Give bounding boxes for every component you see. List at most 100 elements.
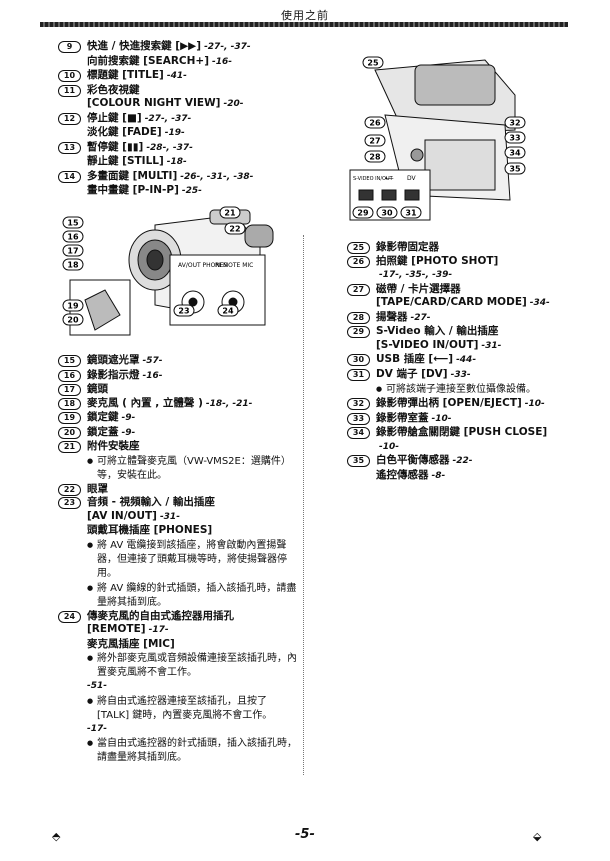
item-bullet: 可將該端子連接至數位攝像設備。	[376, 382, 577, 397]
item-label: 白色平衡傳感器-22-	[376, 454, 577, 469]
item-sublabel-ref: -34-	[529, 298, 550, 308]
callout-number: 18	[67, 261, 79, 270]
item-label-text: 鏡頭遮光罩	[87, 354, 140, 366]
item-sublabel-ref: -17-	[148, 625, 169, 635]
item-number: 12	[58, 112, 81, 125]
item-label-ref: -19-	[164, 128, 185, 138]
item-label: 淡化鍵 [FADE]-19-	[87, 126, 298, 141]
item-label: 錄影帶彈出柄 [OPEN/EJECT]-10-	[376, 397, 577, 412]
item-label-text: S-Video 輸入 / 輸出插座	[376, 325, 499, 337]
item-label: 標題鍵 [TITLE]-41-	[87, 69, 298, 84]
callout-bubble	[376, 206, 398, 219]
item-number: 19	[58, 412, 81, 424]
item-entry: 15 鏡頭遮光罩-57-	[58, 354, 298, 369]
item-label-text: 多畫面鍵 [MULTI]	[87, 169, 178, 182]
item-number: 26	[347, 255, 370, 268]
item-label-ref: -20-	[223, 99, 244, 109]
item-label-text: 靜止鍵 [STILL]	[87, 155, 164, 167]
item-sublabel-ref: -10-	[379, 441, 399, 452]
callout-bubble	[400, 206, 422, 219]
item-sublabel-ref: -17-, -35-, -39-	[379, 270, 453, 280]
item-label: 附件安裝座	[87, 440, 298, 454]
item-sublabel-text: 遙控傳感器	[376, 468, 429, 481]
item-label: 畫中畫鍵 [P-IN-P]-25-	[87, 184, 298, 199]
item-label-ref: -9-	[121, 413, 136, 423]
item-number: 13	[58, 141, 81, 154]
callout-number: 17	[67, 247, 78, 256]
item-label-ref: -25-	[181, 186, 202, 196]
item-label: 暫停鍵 [▮▮]-28-, -37-	[87, 141, 298, 156]
item-number: 20	[58, 426, 81, 439]
item-label-text: 麥克風 ( 內置 , 立體聲 )	[87, 396, 203, 409]
item-label: S-Video 輸入 / 輸出插座	[376, 325, 577, 339]
callout-bubble	[504, 131, 526, 144]
item-label-ref: -27-	[410, 312, 431, 323]
callout-number: 29	[357, 209, 369, 218]
callout-bubble	[62, 299, 84, 312]
item-label-text: 鎖定鍵	[87, 411, 119, 423]
item-bullet: 可將立體聲麥克風（VW-VMS2E：選購件）等，安裝在此。	[87, 454, 298, 483]
item-label: 向前搜索鍵 [SEARCH+]-16-	[87, 55, 298, 70]
item-sublabel: [REMOTE]-17-	[87, 623, 298, 638]
callout-bubble	[219, 206, 241, 219]
item-number: 24	[58, 610, 81, 623]
item-sublabel-text: [AV IN/OUT]	[87, 509, 157, 522]
item-number: 34	[347, 427, 370, 439]
page-number: -5-	[295, 827, 315, 842]
item-label-ref: -28-, -37-	[146, 142, 193, 153]
item-label-text: 標題鍵 [TITLE]	[87, 69, 164, 81]
item-sublabel-ref: -31-	[159, 511, 180, 522]
callout-bubble	[504, 116, 526, 129]
corner-mark-right: ⬙	[533, 830, 542, 843]
item-number: 32	[347, 398, 370, 410]
callout-number: 24	[222, 307, 234, 316]
item-number: 33	[347, 412, 370, 425]
item-number: 18	[58, 397, 81, 410]
callout-bubble	[62, 230, 84, 243]
item-label-text: 停止鍵 [■]	[87, 111, 142, 124]
item-label-ref: -26-, -31-, -38-	[180, 171, 254, 182]
camcorder-front-figure: AV/OUT PHONES REMOTE MIC 151617181920212…	[62, 206, 274, 336]
item-label-text: 錄影帶艙盒關閉鍵 [PUSH CLOSE]	[376, 426, 548, 438]
corner-mark-left: ⬘	[52, 830, 61, 843]
item-label: 音頻 - 視頻輸入 / 輸出插座	[87, 496, 298, 510]
item-sublabel: [AV IN/OUT]-31-	[87, 510, 298, 525]
item-label: 鎖定鍵-9-	[87, 411, 298, 426]
callout-number: 19	[67, 302, 79, 311]
callout-number: 32	[509, 119, 520, 128]
item-label-ref: -44-	[456, 355, 477, 365]
callout-number: 27	[369, 137, 380, 146]
item-label-text: 附件安裝座	[87, 440, 140, 452]
item-number: 15	[58, 355, 81, 367]
item-label: 鏡頭遮光罩-57-	[87, 354, 298, 369]
item-label-ref: -22-	[452, 456, 473, 466]
callout-number: 16	[67, 233, 79, 242]
callout-number: 23	[178, 307, 189, 316]
item-label: 眼罩	[87, 483, 298, 497]
item-label: 揚聲器-27-	[376, 311, 577, 326]
item-label-ref: -27-, -37-	[144, 113, 192, 124]
item-sublabel: 遙控傳感器-8-	[376, 469, 577, 484]
callout-bubble	[364, 116, 386, 129]
item-label: 多畫面鍵 [MULTI]-26-, -31-, -38-	[87, 170, 298, 185]
item-label-ref: -10-	[431, 413, 452, 424]
cassette-door	[424, 139, 496, 191]
callout-number: 15	[67, 219, 79, 228]
item-number: 35	[347, 455, 370, 467]
item-entry: 34 錄影帶艙盒關閉鍵 [PUSH CLOSE] -10-	[347, 426, 577, 454]
item-label: 鏡頭	[87, 383, 298, 397]
port-label-usb: ⟵	[385, 175, 394, 182]
item-number: 29	[347, 326, 370, 338]
item-label-text: 音頻 - 視頻輸入 / 輸出插座	[87, 496, 215, 508]
callout-number: 35	[509, 165, 521, 174]
item-bullet: 將 AV 電纜接到該插座，將會啟動內置揚聲器，但連接了頭戴耳機等時，將使揚聲器停…	[87, 538, 298, 581]
item-number: 11	[58, 84, 81, 97]
